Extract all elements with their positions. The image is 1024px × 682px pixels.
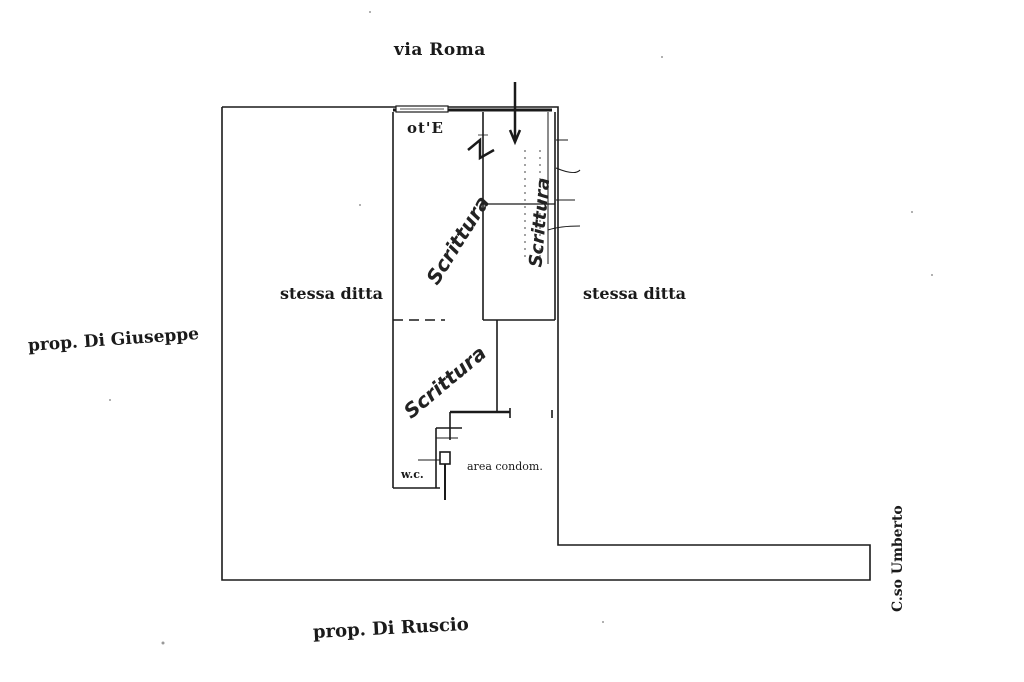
- height-note: ot'E: [407, 119, 444, 137]
- property-boundary: [221, 106, 871, 581]
- wc-label: w.c.: [401, 468, 424, 481]
- north-arrow: [508, 82, 522, 146]
- room-label-right: stessa ditta: [583, 284, 686, 303]
- common-area-label: area condom.: [467, 460, 543, 473]
- wc-door: [439, 451, 451, 465]
- room-label-left: stessa ditta: [280, 284, 383, 303]
- street-label-corso-umberto: C.so Umberto: [890, 505, 906, 612]
- street-label-via-roma: via Roma: [394, 40, 486, 60]
